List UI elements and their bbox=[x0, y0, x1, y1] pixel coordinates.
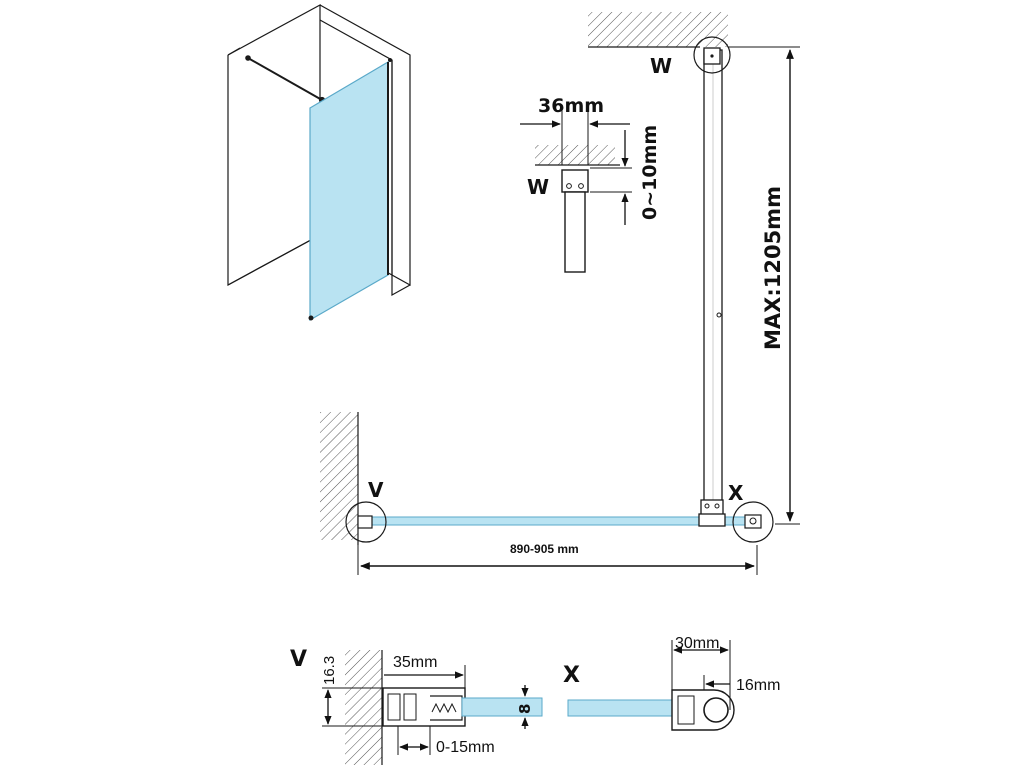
max-height-label: MAX:1205mm bbox=[761, 186, 785, 350]
v-section-adjust-label: 0-15mm bbox=[436, 739, 495, 756]
v-section-profile-width: 35mm bbox=[393, 654, 437, 671]
span-label: 890-905 mm bbox=[510, 542, 579, 556]
w-detail-ceiling-hatch bbox=[535, 145, 615, 165]
v-section-height-label: 16.3 bbox=[321, 656, 338, 685]
w-detail-gap-label: 0~10mm bbox=[639, 125, 661, 220]
x-section-clamp-width: 30mm bbox=[675, 635, 719, 652]
w-main-label: W bbox=[650, 54, 672, 78]
w-detail-label: W bbox=[527, 175, 549, 199]
w-detail-bar bbox=[564, 191, 586, 273]
x-section-label: X bbox=[563, 663, 580, 688]
w-connection-circle bbox=[693, 36, 731, 74]
v-section-detail bbox=[322, 650, 543, 765]
x-connection-circle bbox=[732, 501, 774, 543]
w-detail bbox=[520, 108, 632, 273]
x-section-glass bbox=[567, 699, 687, 717]
v-main-label: V bbox=[368, 478, 384, 502]
w-detail-bracket bbox=[561, 169, 589, 193]
x-section-clamp-depth: 16mm bbox=[736, 677, 780, 694]
left-wall-hatch bbox=[320, 412, 358, 540]
x-section-detail bbox=[567, 640, 735, 731]
x-main-label: X bbox=[728, 481, 744, 505]
w-detail-width-label: 36mm bbox=[538, 95, 604, 117]
v-section-label: V bbox=[290, 647, 307, 672]
v-section-glass bbox=[461, 697, 543, 717]
iso-glass-panel bbox=[309, 60, 389, 322]
v-connection-circle bbox=[345, 501, 387, 543]
ceiling-hatch bbox=[588, 12, 728, 47]
iso-support-bar bbox=[247, 57, 323, 101]
v-section-wall-hatch bbox=[345, 650, 382, 765]
main-plan-view bbox=[320, 12, 800, 575]
v-section-glass-thickness: 8 bbox=[516, 704, 534, 714]
iso-right-wall bbox=[319, 4, 411, 287]
glass-panel-plan bbox=[367, 516, 754, 526]
